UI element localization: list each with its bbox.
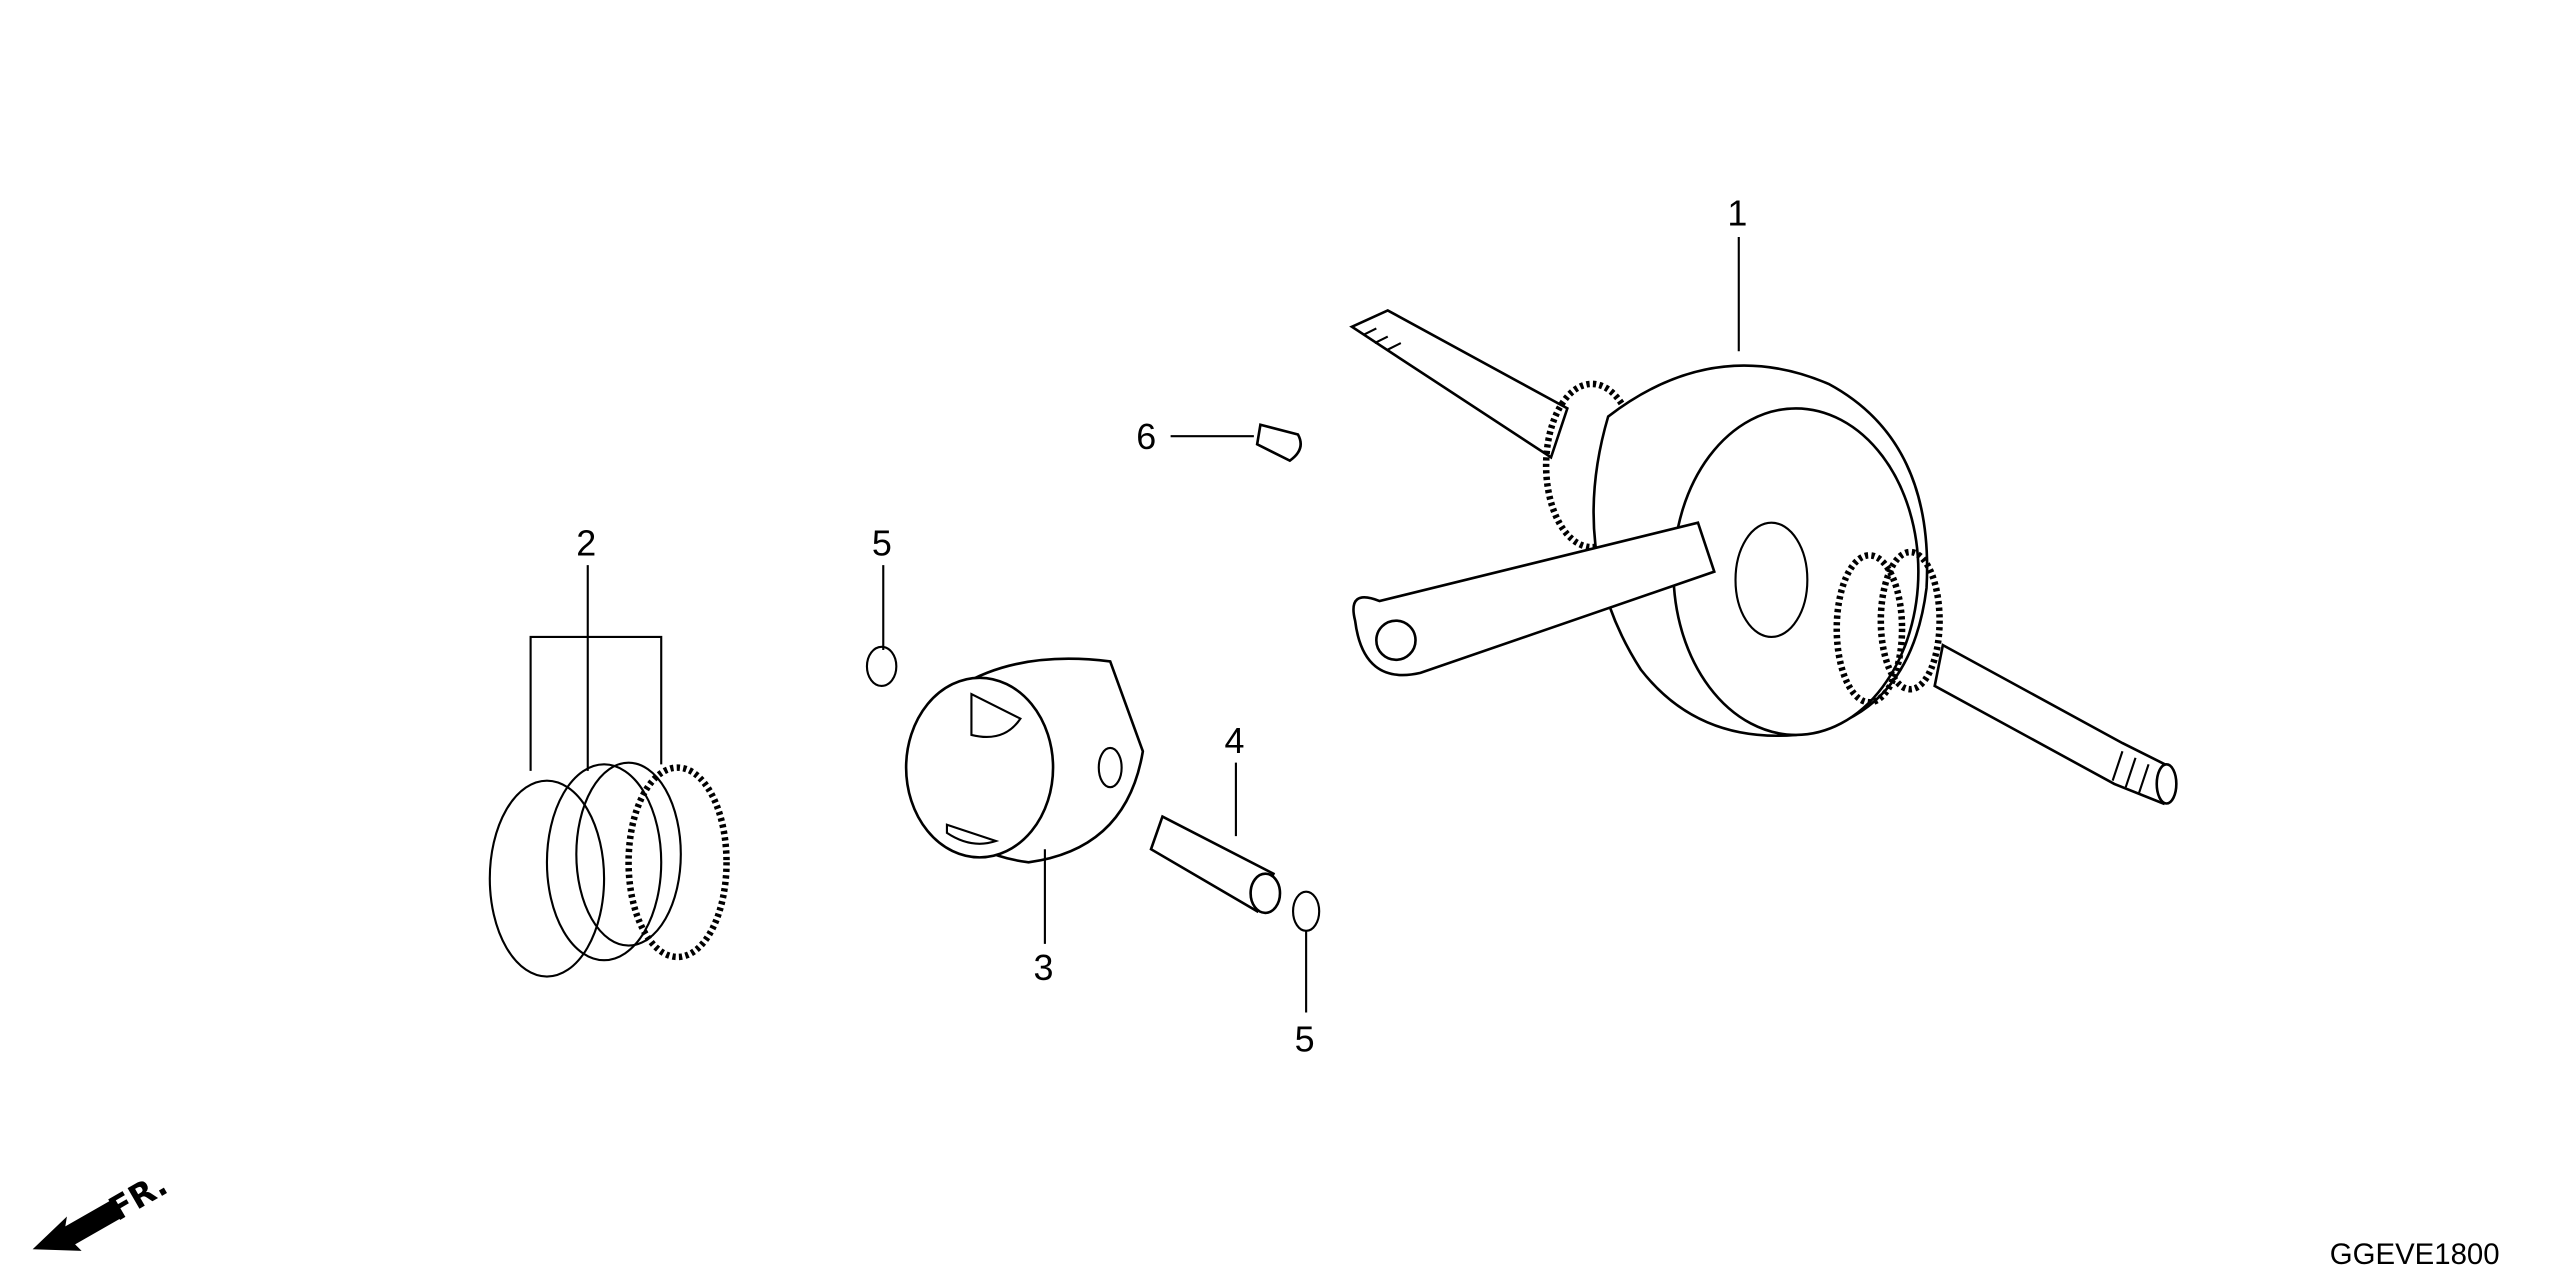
crankshaft[interactable] xyxy=(1349,308,2178,806)
piston-pin-clip[interactable] xyxy=(1292,890,1321,932)
piston-pin[interactable] xyxy=(1149,814,1282,915)
front-direction-indicator: FR. xyxy=(32,1165,174,1251)
callout-1: 1 xyxy=(1727,193,1747,234)
piston-pin-clip[interactable] xyxy=(865,645,898,688)
callout-6: 6 xyxy=(1136,416,1156,457)
leader-lines xyxy=(529,236,1740,1013)
callout-5-lower: 5 xyxy=(1295,1019,1315,1060)
woodruff-key[interactable] xyxy=(1255,423,1302,463)
callout-2: 2 xyxy=(576,522,596,563)
callout-3: 3 xyxy=(1033,947,1053,988)
piston-ring-set[interactable] xyxy=(488,761,730,978)
piston[interactable] xyxy=(904,657,1145,864)
front-arrow-icon xyxy=(32,1200,121,1251)
diagram-code: GGEVE1800 xyxy=(2330,1238,2500,1271)
callout-4: 4 xyxy=(1224,720,1244,761)
callout-5-upper: 5 xyxy=(872,522,892,563)
